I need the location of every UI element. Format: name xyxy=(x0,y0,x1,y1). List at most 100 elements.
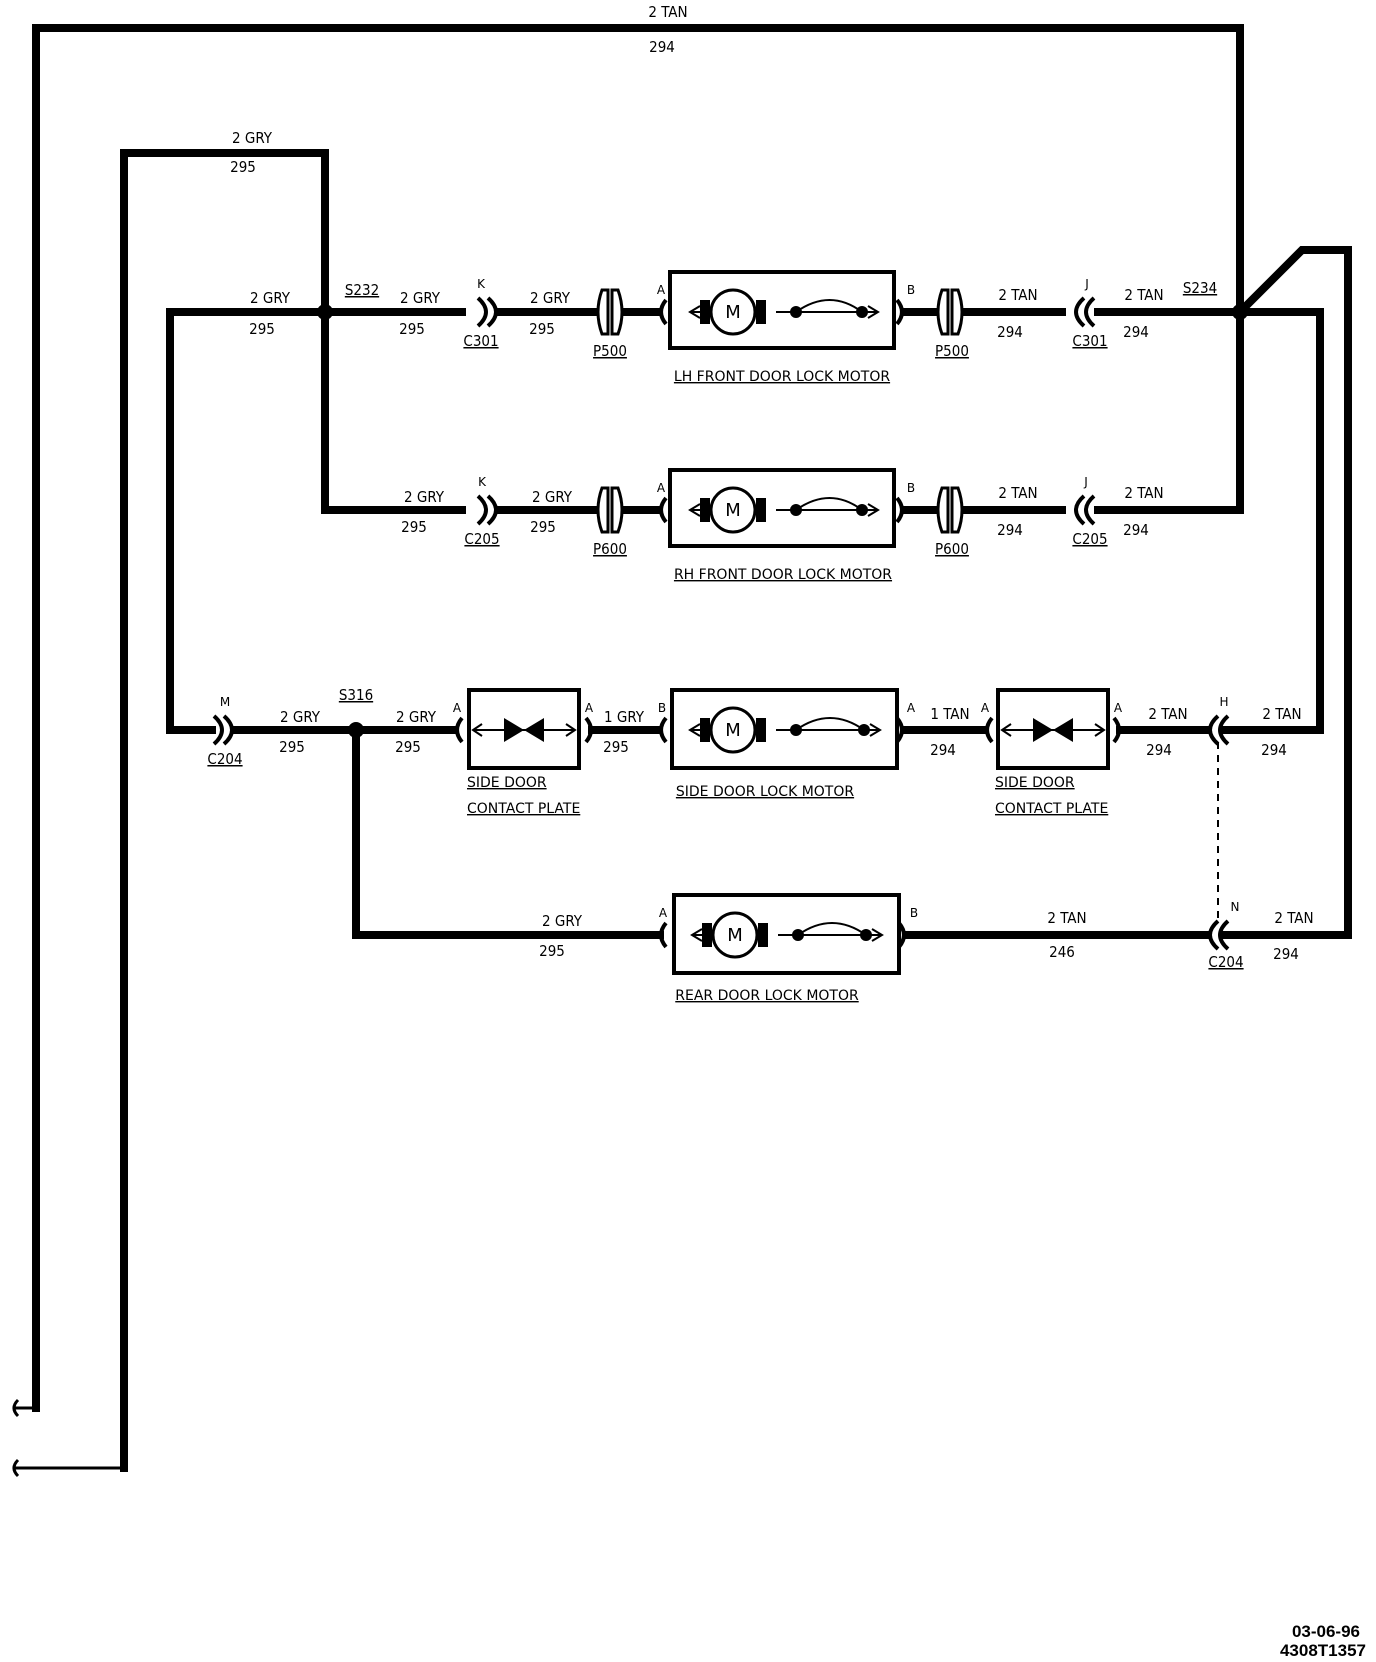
splice-label-s316: S316 xyxy=(339,686,373,704)
splice-label-s232: S232 xyxy=(345,281,379,299)
wire-circuit-label: 294 xyxy=(1123,323,1149,341)
wire-circuit-label: 295 xyxy=(249,320,275,338)
motor-symbol: M xyxy=(727,925,743,946)
component-label: SIDE DOOR LOCK MOTOR xyxy=(676,784,854,800)
wire-color-label: 2 GRY xyxy=(532,488,573,506)
connector-symbols xyxy=(212,296,1230,951)
wire-circuit-label: 294 xyxy=(1123,521,1149,539)
wire-color-label: 2 TAN xyxy=(1124,484,1163,502)
wire-circuit-label: 295 xyxy=(279,738,305,756)
connector-pin-label: H xyxy=(1219,695,1228,709)
wire-294-outer xyxy=(32,24,1244,1412)
wire-circuit-label: 294 xyxy=(930,741,956,759)
wire-294-s234-down xyxy=(1094,308,1244,514)
wire-end-295 xyxy=(12,1458,124,1478)
wire-color-label: 2 TAN xyxy=(1262,705,1301,723)
plug-p600-right xyxy=(936,486,964,534)
plug-p600-left xyxy=(596,486,624,534)
wires xyxy=(12,24,1352,1478)
wire-circuit-label: 295 xyxy=(399,320,425,338)
connector-label: C205 xyxy=(464,530,499,548)
plug-p500-left xyxy=(596,288,624,336)
connector-label: C301 xyxy=(463,332,498,350)
component-label: RH FRONT DOOR LOCK MOTOR xyxy=(674,567,892,583)
wire-row4-s316-down xyxy=(352,726,664,939)
pin-label: A xyxy=(585,701,594,715)
row3-labels: 2 GRY 295 2 GRY 295 1 GRY 295 1 TAN 294 … xyxy=(207,695,1301,817)
wire-circuit-label: 295 xyxy=(539,942,565,960)
wire-end-294 xyxy=(12,1398,36,1418)
wire-circuit-label: 295 xyxy=(230,158,256,176)
splice-s316-dot xyxy=(348,722,364,738)
wire-295-s232-down xyxy=(321,308,466,514)
wire-color-label: 2 TAN xyxy=(1274,909,1313,927)
wire-color-label: 2 TAN xyxy=(1047,909,1086,927)
connector-pin-label: K xyxy=(478,475,487,489)
wire-circuit-label: 295 xyxy=(529,320,555,338)
side-door-contact-plate-left xyxy=(467,688,581,770)
row1-labels: 2 GRY 295 2 GRY 295 2 GRY 295 2 TAN 294 … xyxy=(249,277,1164,385)
wire-circuit-label: 294 xyxy=(1273,945,1299,963)
pin-label: A xyxy=(659,906,668,920)
wire-color-label: 2 GRY xyxy=(280,708,321,726)
splice-s234-dot xyxy=(1232,304,1248,320)
connector-pin-label: M xyxy=(220,695,230,709)
wire-color-label: 2 TAN xyxy=(1124,286,1163,304)
plug-symbols xyxy=(596,288,964,534)
contact-plate-label: CONTACT PLATE xyxy=(467,801,580,817)
connector-pin-label: N xyxy=(1231,900,1240,914)
connector-label: C204 xyxy=(1208,953,1243,971)
wire-color-label: 2 GRY xyxy=(396,708,437,726)
contact-plate-label: SIDE DOOR xyxy=(467,775,547,791)
wire-294-s234-right xyxy=(1222,308,1324,734)
pin-label: B xyxy=(910,906,918,920)
wire-color-label: 2 GRY xyxy=(400,289,441,307)
wire-color-label: 2 TAN xyxy=(648,3,687,21)
plug-label: P500 xyxy=(593,342,627,360)
wire-color-label: 2 TAN xyxy=(1148,705,1187,723)
pin-label: A xyxy=(981,701,990,715)
splice-label-s234: S234 xyxy=(1183,279,1217,297)
pin-label: A xyxy=(1114,701,1123,715)
wire-circuit-label: 295 xyxy=(395,738,421,756)
wire-circuit-label: 295 xyxy=(401,518,427,536)
wire-color-label: 2 GRY xyxy=(404,488,445,506)
wire-circuit-label: 294 xyxy=(1261,741,1287,759)
component-label: LH FRONT DOOR LOCK MOTOR xyxy=(674,369,890,385)
lh-front-door-lock-motor xyxy=(668,270,896,350)
plug-label: P600 xyxy=(935,540,969,558)
wire-color-label: 2 GRY xyxy=(232,129,273,147)
wire-color-label: 2 GRY xyxy=(250,289,291,307)
wire-color-label: 2 TAN xyxy=(998,286,1037,304)
wire-circuit-label: 294 xyxy=(649,38,675,56)
wire-circuit-label: 295 xyxy=(530,518,556,536)
plug-label: P600 xyxy=(593,540,627,558)
contact-plate-label: CONTACT PLATE xyxy=(995,801,1108,817)
pin-label: B xyxy=(907,481,915,495)
rh-front-door-lock-motor xyxy=(668,468,896,548)
plug-label: P500 xyxy=(935,342,969,360)
wire-295-outer xyxy=(120,149,329,1472)
pin-label: A xyxy=(453,701,462,715)
motor-symbol: M xyxy=(725,500,741,521)
wire-color-label: 2 GRY xyxy=(542,912,583,930)
wire-circuit-label: 295 xyxy=(603,738,629,756)
row2-labels: 2 GRY 295 2 GRY 295 2 TAN 294 2 TAN 294 … xyxy=(401,475,1164,583)
wire-circuit-label: 294 xyxy=(997,521,1023,539)
wire-circuit-label: 294 xyxy=(1146,741,1172,759)
footer-date: 03-06-96 xyxy=(1292,1622,1360,1641)
connector-pin-label: J xyxy=(1084,277,1089,291)
rear-door-lock-motor xyxy=(672,893,901,975)
wire-color-label: 2 TAN xyxy=(998,484,1037,502)
contact-plate-label: SIDE DOOR xyxy=(995,775,1075,791)
wire-295-row1-left xyxy=(166,308,466,734)
motor-symbol: M xyxy=(725,302,741,323)
wire-color-label: 1 GRY xyxy=(604,708,645,726)
pin-label: A xyxy=(657,283,666,297)
wire-294-s234-diag xyxy=(1222,246,1352,939)
wire-circuit-label: 246 xyxy=(1049,943,1075,961)
row4-labels: 2 GRY 295 2 TAN 246 2 TAN 294 N C204 A B… xyxy=(539,900,1314,1004)
connector-pin-label: J xyxy=(1083,475,1088,489)
pin-label: B xyxy=(907,283,915,297)
